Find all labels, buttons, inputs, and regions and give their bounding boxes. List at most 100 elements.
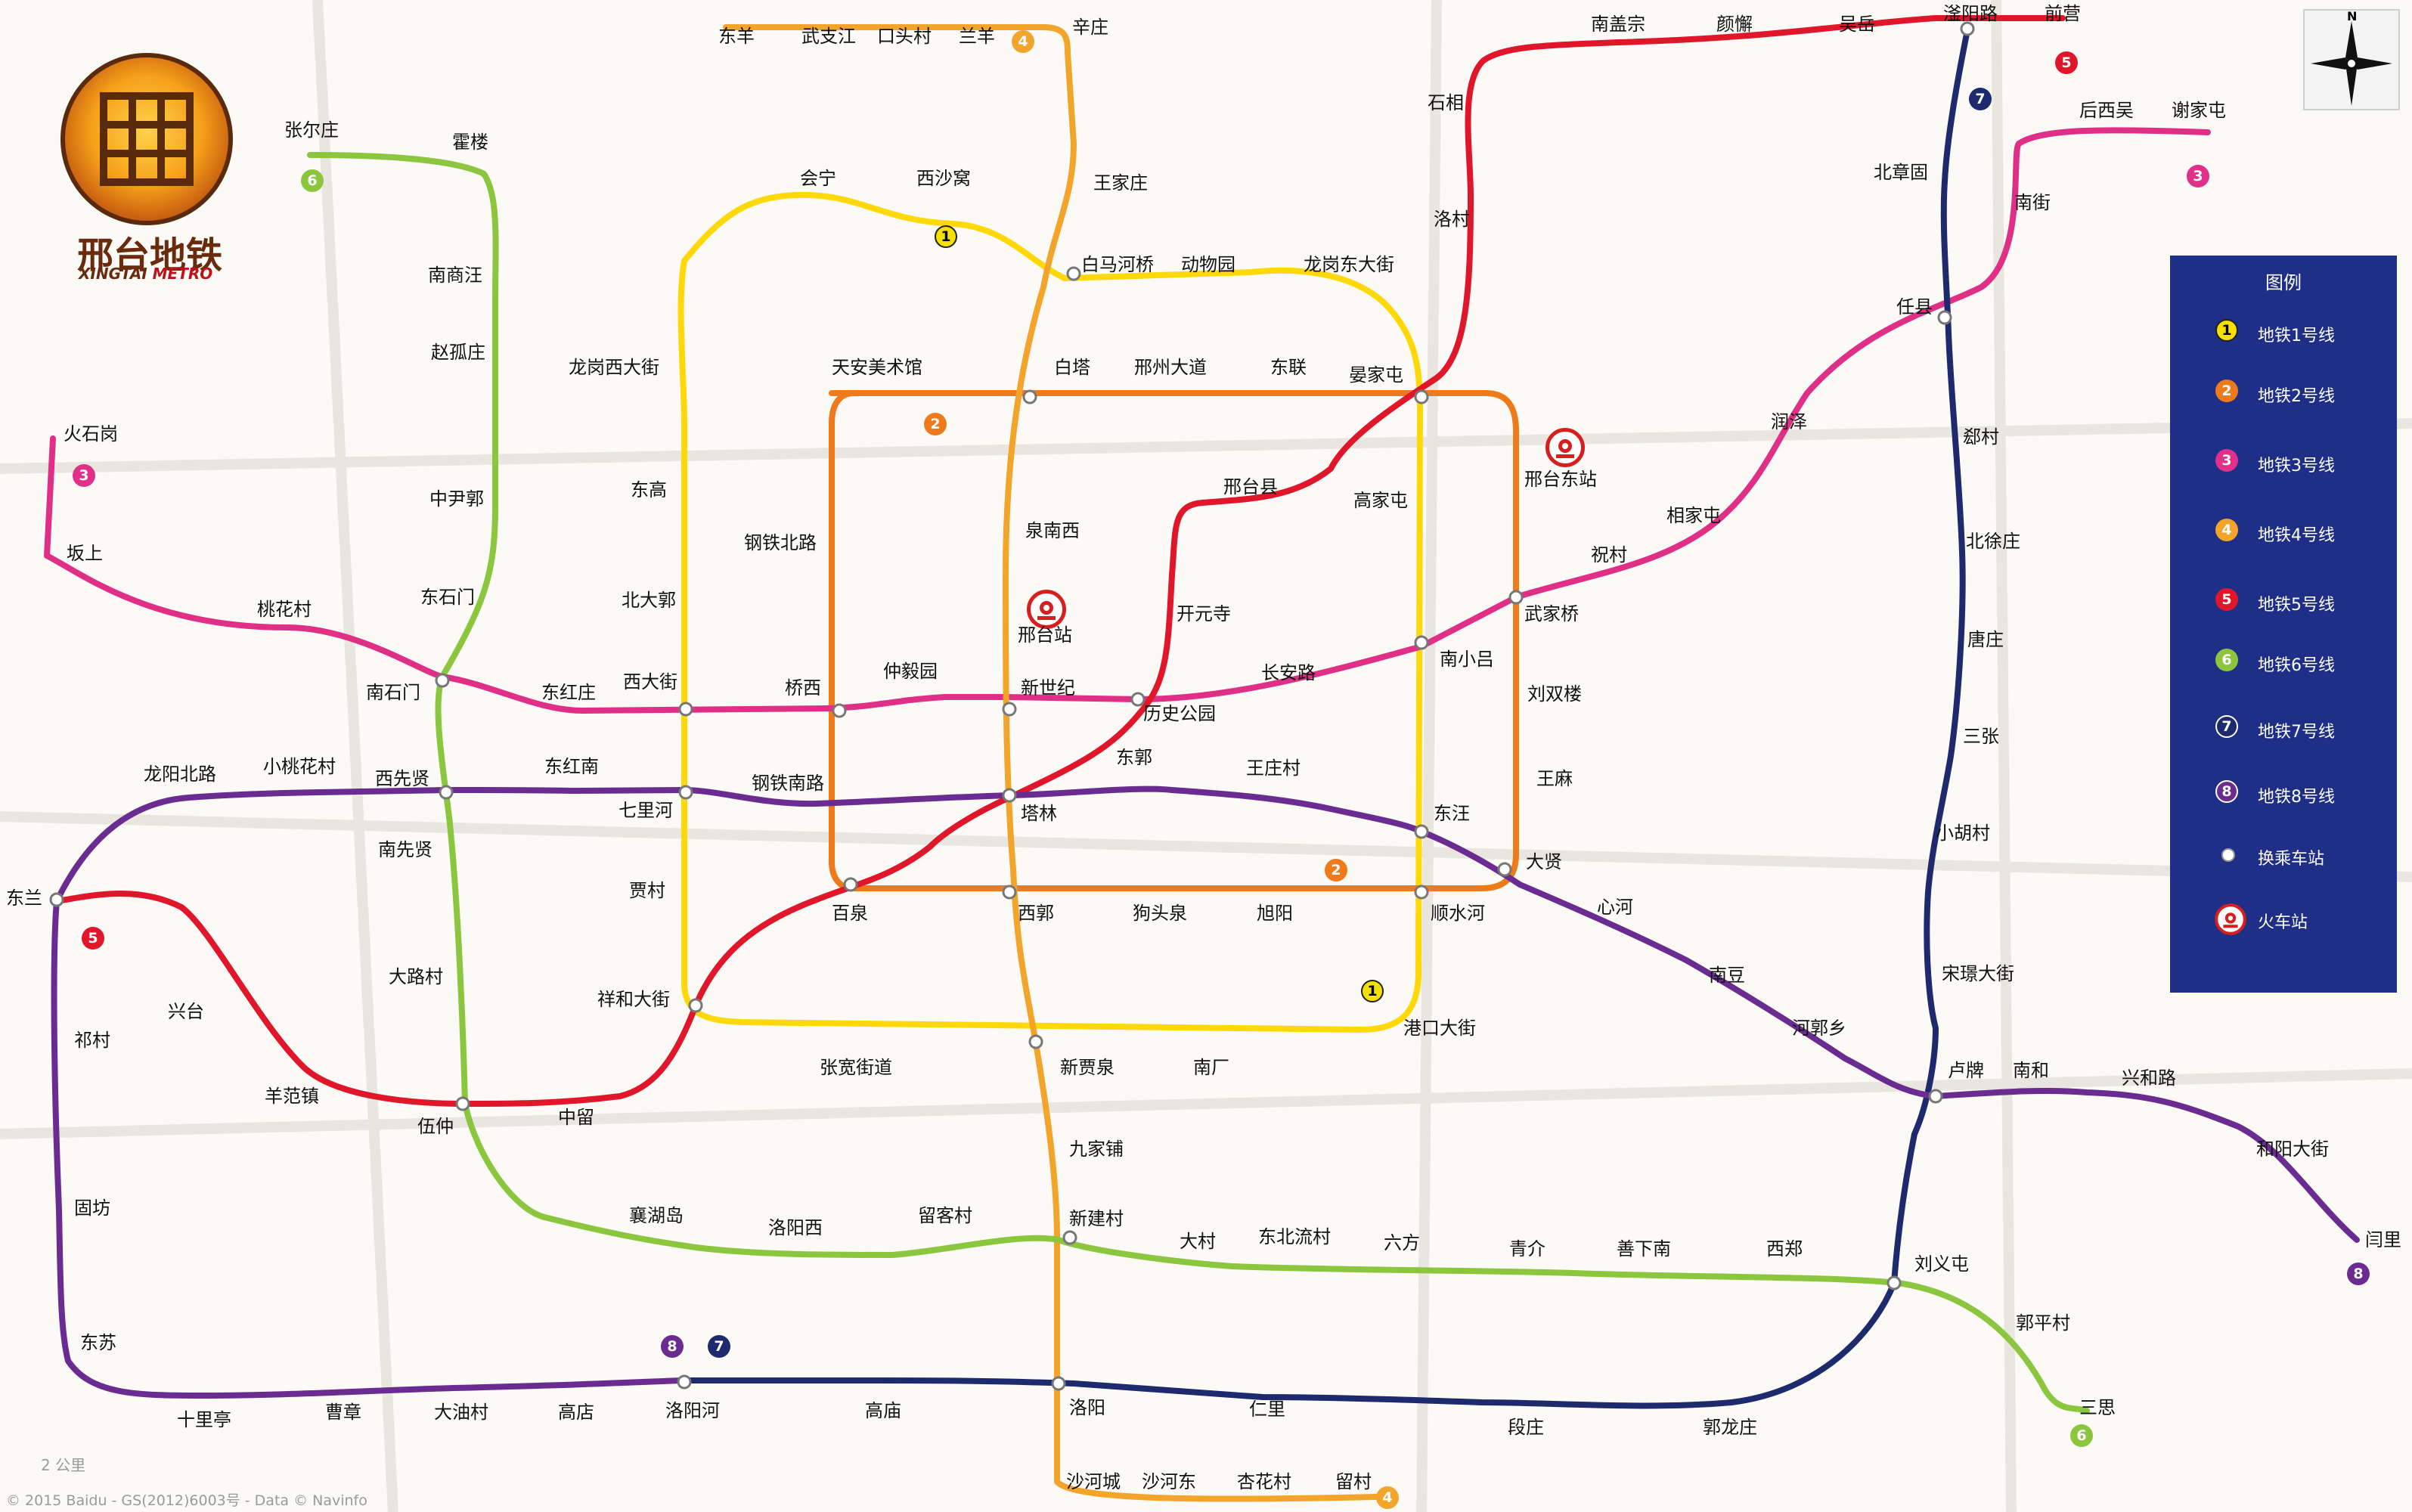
station-label[interactable]: 仲毅园: [883, 661, 938, 682]
station-label[interactable]: 东羊: [718, 26, 755, 47]
station-label[interactable]: 郭龙庄: [1703, 1417, 1757, 1438]
station-label[interactable]: 前营: [2045, 3, 2081, 24]
station-label[interactable]: 善下南: [1617, 1238, 1671, 1259]
station-label[interactable]: 刘双楼: [1527, 683, 1582, 705]
station-label[interactable]: 襄湖岛: [629, 1205, 684, 1226]
station-label[interactable]: 杏花村: [1237, 1471, 1291, 1492]
station-label[interactable]: 钢铁南路: [752, 773, 824, 794]
station-label[interactable]: 刘义屯: [1914, 1253, 1969, 1275]
station-label[interactable]: 晏家屯: [1349, 364, 1403, 386]
station-label[interactable]: 北徐庄: [1966, 531, 2020, 552]
station-label[interactable]: 兴和路: [2122, 1067, 2176, 1089]
railway-station-label[interactable]: 邢台站: [1018, 624, 1072, 646]
railway-station-icon[interactable]: [1545, 428, 1585, 467]
station-label[interactable]: 大贤: [1526, 851, 1562, 872]
station-label[interactable]: 白马河桥: [1081, 254, 1154, 275]
station-label[interactable]: 新建村: [1069, 1208, 1124, 1229]
station-label[interactable]: 百泉: [832, 903, 868, 924]
station-label[interactable]: 曹章: [325, 1402, 361, 1423]
station-label[interactable]: 龙岗西大街: [569, 357, 659, 378]
station-label[interactable]: 伍仲: [417, 1116, 454, 1137]
station-label[interactable]: 北章固: [1874, 162, 1928, 183]
station-label[interactable]: 高家屯: [1353, 490, 1408, 511]
station-label[interactable]: 西先贤: [375, 768, 429, 789]
station-label[interactable]: 张尔庄: [284, 119, 339, 141]
station-label[interactable]: 赵孤庄: [431, 342, 485, 363]
station-label[interactable]: 坂上: [67, 543, 103, 564]
station-label[interactable]: 大油村: [434, 1402, 488, 1423]
station-label[interactable]: 吴岳: [1839, 14, 1875, 35]
station-label[interactable]: 十里亭: [177, 1409, 231, 1430]
station-label[interactable]: 龙岗东大街: [1304, 254, 1394, 275]
station-label[interactable]: 新世纪: [1021, 677, 1075, 699]
station-label[interactable]: 唐庄: [1967, 629, 2004, 650]
station-label[interactable]: 邢台县: [1223, 476, 1278, 497]
station-label[interactable]: 南和: [2013, 1060, 2049, 1081]
station-label[interactable]: 祁村: [74, 1030, 110, 1051]
station-label[interactable]: 会宁: [800, 168, 836, 189]
station-label[interactable]: 石相: [1428, 92, 1464, 113]
station-label[interactable]: 霍楼: [452, 132, 488, 153]
station-label[interactable]: 河郭乡: [1792, 1018, 1846, 1039]
station-label[interactable]: 九家铺: [1069, 1139, 1124, 1160]
station-label[interactable]: 历史公园: [1143, 703, 1216, 724]
station-label[interactable]: 泉南西: [1025, 520, 1080, 541]
station-label[interactable]: 祥和大街: [597, 989, 670, 1010]
station-label[interactable]: 洛村: [1434, 209, 1470, 230]
station-label[interactable]: 西郑: [1766, 1238, 1803, 1259]
station-label[interactable]: 卢牌: [1948, 1060, 1984, 1081]
station-label[interactable]: 王庄村: [1246, 758, 1301, 779]
station-label[interactable]: 郄村: [1963, 426, 1999, 448]
station-label[interactable]: 贾村: [629, 880, 665, 901]
station-label[interactable]: 郭平村: [2016, 1312, 2070, 1334]
station-label[interactable]: 口头村: [877, 26, 932, 47]
station-label[interactable]: 洛阳西: [768, 1217, 823, 1238]
station-label[interactable]: 留村: [1335, 1471, 1372, 1492]
station-label[interactable]: 祝村: [1591, 544, 1627, 565]
station-label[interactable]: 天安美术馆: [832, 357, 922, 378]
station-label[interactable]: 辛庄: [1072, 17, 1108, 38]
station-label[interactable]: 洛阳河: [665, 1400, 720, 1421]
station-label[interactable]: 洛阳: [1069, 1397, 1105, 1418]
station-label[interactable]: 西郭: [1018, 903, 1054, 924]
station-label[interactable]: 南石门: [366, 682, 420, 703]
station-label[interactable]: 仁里: [1249, 1399, 1285, 1420]
station-label[interactable]: 南先贤: [378, 839, 432, 860]
station-label[interactable]: 大路村: [389, 966, 443, 987]
station-label[interactable]: 七里河: [619, 800, 673, 821]
station-label[interactable]: 段庄: [1508, 1417, 1544, 1438]
station-label[interactable]: 南商汪: [428, 265, 482, 286]
station-label[interactable]: 西大街: [623, 671, 677, 692]
station-label[interactable]: 中留: [558, 1107, 594, 1128]
station-label[interactable]: 东高: [631, 479, 667, 500]
station-label[interactable]: 滏阳路: [1943, 3, 1998, 24]
station-label[interactable]: 东联: [1270, 357, 1307, 378]
station-label[interactable]: 任县: [1896, 296, 1933, 318]
station-label[interactable]: 闫里: [2365, 1229, 2401, 1250]
station-label[interactable]: 王麻: [1536, 768, 1573, 789]
station-label[interactable]: 心河: [1597, 897, 1633, 918]
station-label[interactable]: 留客村: [918, 1205, 972, 1226]
station-label[interactable]: 羊范镇: [265, 1086, 319, 1107]
station-label[interactable]: 东兰: [6, 888, 42, 909]
station-label[interactable]: 小胡村: [1936, 823, 1990, 844]
station-label[interactable]: 东郭: [1116, 747, 1152, 768]
station-label[interactable]: 桃花村: [257, 599, 312, 620]
station-label[interactable]: 东北流村: [1258, 1226, 1331, 1247]
station-label[interactable]: 相家屯: [1666, 505, 1721, 526]
station-label[interactable]: 和阳大街: [2256, 1139, 2329, 1160]
station-label[interactable]: 大村: [1180, 1231, 1216, 1252]
station-label[interactable]: 南小吕: [1440, 649, 1494, 670]
station-label[interactable]: 龙阳北路: [144, 764, 216, 785]
station-label[interactable]: 白塔: [1054, 357, 1090, 378]
station-label[interactable]: 顺水河: [1431, 903, 1485, 924]
station-label[interactable]: 东汪: [1434, 803, 1470, 824]
station-label[interactable]: 六方: [1384, 1232, 1420, 1253]
station-label[interactable]: 三张: [1963, 726, 1999, 747]
station-label[interactable]: 青介: [1509, 1238, 1545, 1259]
railway-station-icon[interactable]: [1027, 590, 1066, 629]
station-label[interactable]: 邢州大道: [1134, 357, 1207, 378]
station-label[interactable]: 南豆: [1709, 965, 1745, 986]
station-label[interactable]: 谢家屯: [2172, 100, 2226, 121]
station-label[interactable]: 东苏: [80, 1332, 116, 1353]
